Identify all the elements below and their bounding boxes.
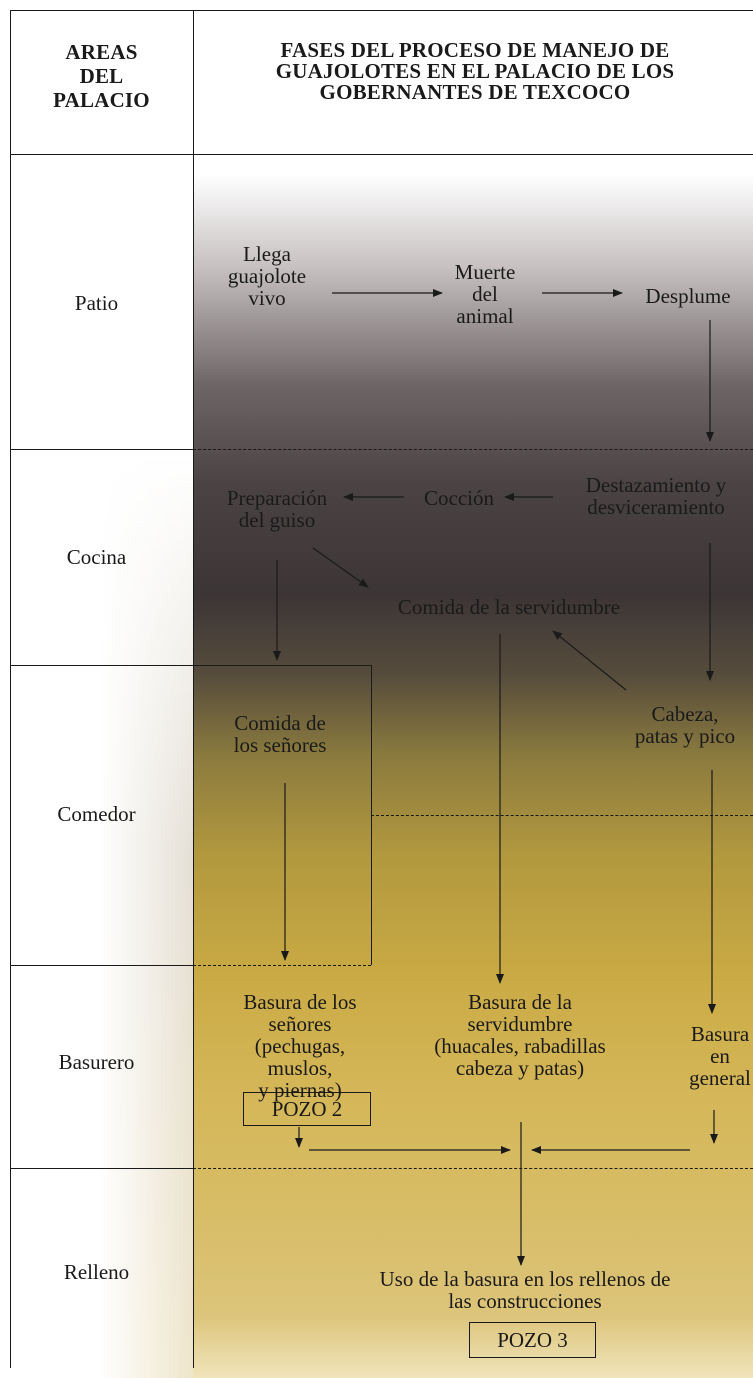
arrow-cabeza-to-servidumbre [553, 631, 626, 690]
arrow-preparacion-to-servidumbre [313, 548, 368, 587]
